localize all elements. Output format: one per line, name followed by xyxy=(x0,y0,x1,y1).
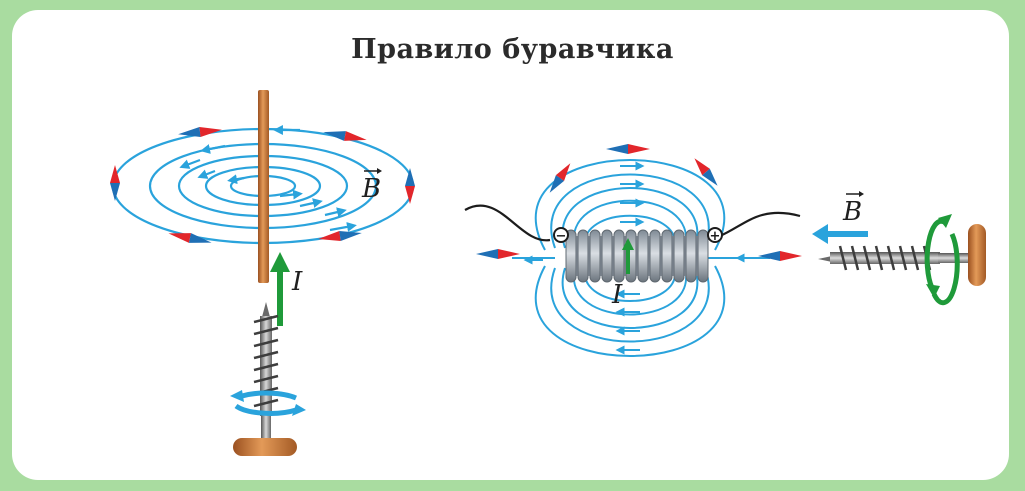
svg-text:B: B xyxy=(842,197,862,227)
svg-text:−: − xyxy=(556,229,567,244)
coil-current-label: I xyxy=(611,280,623,310)
page-title: Правило буравчика xyxy=(351,34,674,65)
terminal-minus: − xyxy=(553,227,569,244)
solenoid-lead-wires xyxy=(464,204,801,242)
solenoid-compass-needles xyxy=(476,144,802,261)
straight-wire-compass-needles xyxy=(110,127,415,243)
vertical-gimlet xyxy=(233,302,297,456)
field-direction-arrow xyxy=(812,224,868,244)
coil-field-vector-label: B xyxy=(842,191,864,227)
wire-field-vector-label: B xyxy=(361,168,382,204)
svg-text:B: B xyxy=(361,174,381,204)
straight-conductor xyxy=(258,90,269,283)
solenoid-field-lines xyxy=(512,159,770,357)
coil-current-arrow xyxy=(622,238,634,274)
wire-current-label: I xyxy=(291,267,303,297)
horizontal-gimlet-rotation-arrow xyxy=(924,214,960,306)
terminal-plus: + xyxy=(707,227,723,244)
vertical-gimlet-rotation-arrow xyxy=(230,390,306,416)
solenoid-coil xyxy=(565,229,709,283)
wire-current-arrow xyxy=(270,252,290,326)
diagram-card xyxy=(12,10,1009,480)
svg-text:+: + xyxy=(710,229,721,244)
